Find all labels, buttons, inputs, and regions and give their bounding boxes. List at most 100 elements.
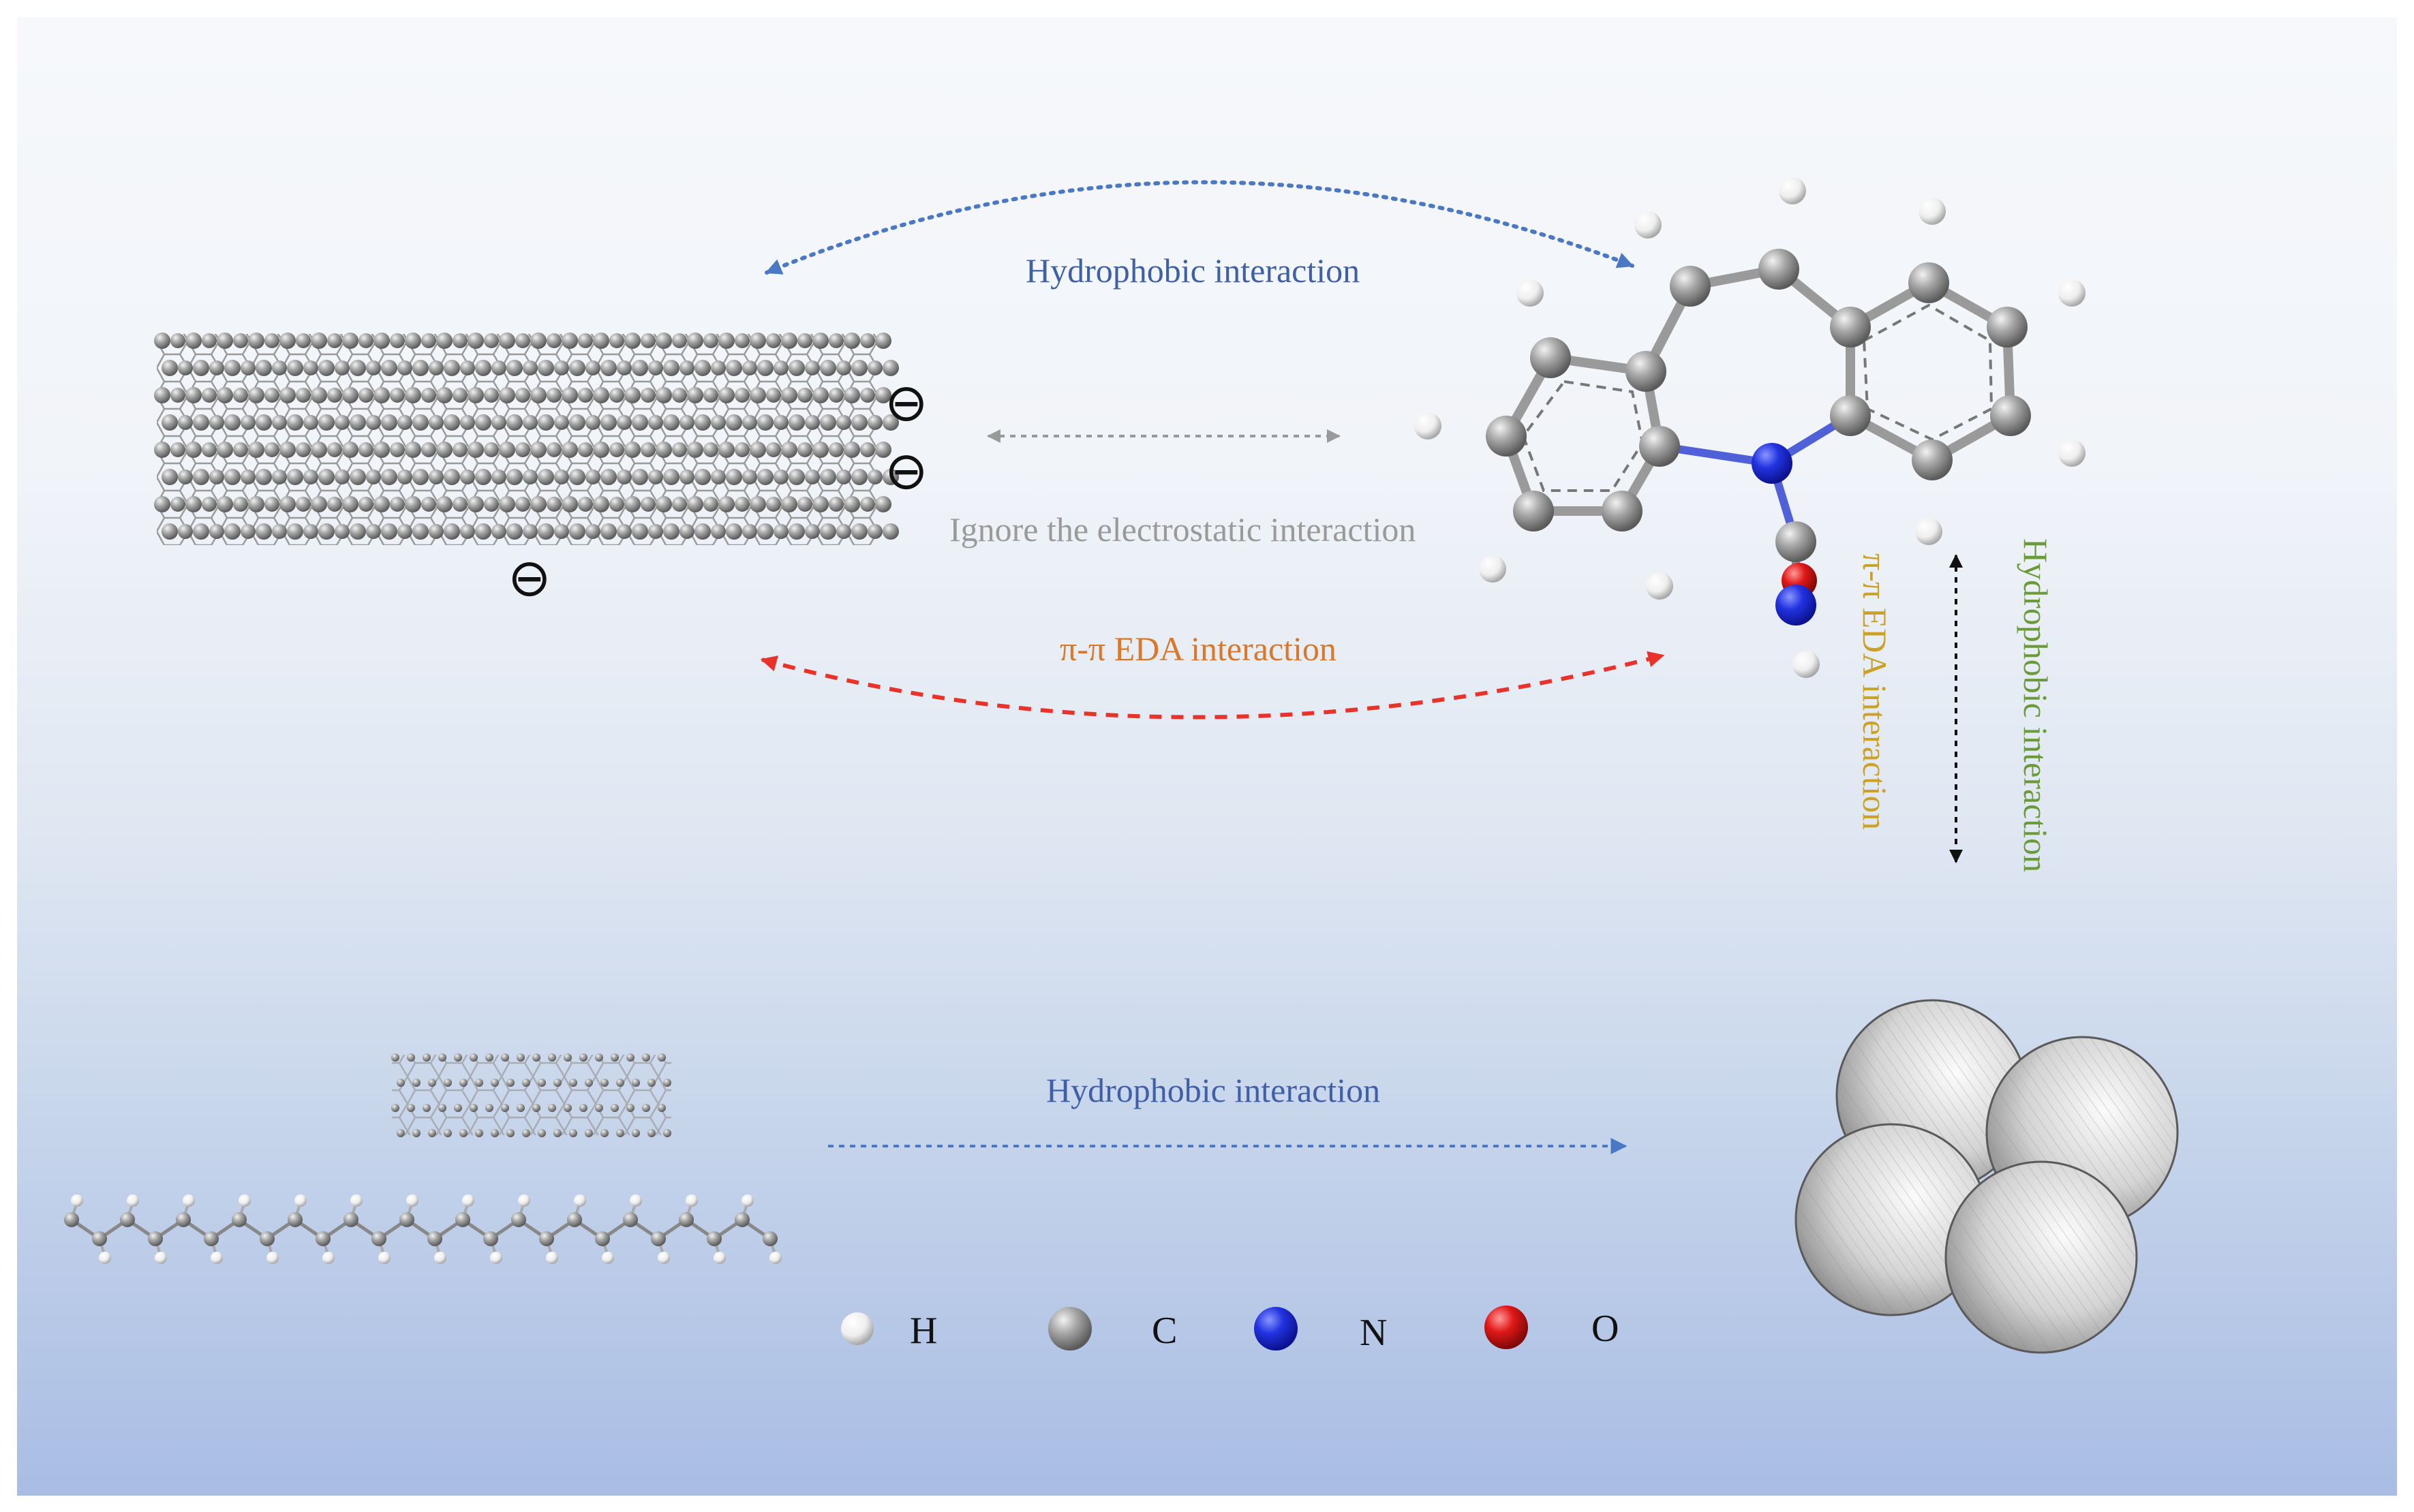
carbon-atom <box>318 360 335 376</box>
carbon-atom <box>860 497 875 512</box>
hydrogen-atom <box>239 1194 251 1207</box>
carbon-atom <box>335 415 350 430</box>
carbon-atom <box>1987 307 2028 348</box>
carbon-atom <box>318 469 335 485</box>
hydrogen-atom <box>518 1194 530 1207</box>
carbon-atom <box>287 469 303 485</box>
carbon-atom <box>248 387 264 403</box>
carbon-atom <box>185 442 202 458</box>
carbon-atom <box>757 469 774 485</box>
carbon-atom <box>460 415 475 430</box>
carbon-atom <box>318 523 335 540</box>
carbon-atom <box>459 1129 468 1137</box>
carbon-atom <box>711 524 726 539</box>
carbon-atom <box>311 333 327 349</box>
carbon-atom <box>530 387 547 403</box>
carbon-atom <box>763 1231 778 1246</box>
carbon-atom <box>632 523 648 540</box>
carbon-atom <box>609 333 624 348</box>
carbon-atom <box>264 333 279 348</box>
carbon-atom <box>663 523 679 540</box>
carbon-atom <box>656 387 672 403</box>
carbon-atom <box>647 1079 656 1087</box>
carbon-atom <box>703 442 718 457</box>
carbon-atom <box>658 1053 666 1062</box>
carbon-atom <box>750 333 766 349</box>
carbon-atom <box>711 360 726 375</box>
hydrogen-atom <box>714 1252 726 1264</box>
carbon-atom <box>475 469 491 485</box>
carbon-atom <box>185 333 202 349</box>
carbon-atom <box>672 442 687 457</box>
hydrogen-atom <box>1779 177 1806 204</box>
carbon-atom <box>820 469 836 485</box>
carbon-atom <box>797 497 812 512</box>
carbon-atom <box>523 469 538 484</box>
carbon-atom <box>491 415 506 430</box>
carbon-atom <box>248 333 264 349</box>
carbon-atom <box>162 414 178 431</box>
carbon-atom <box>766 333 781 348</box>
carbon-atom <box>483 1231 498 1246</box>
carbon-atom <box>523 524 538 539</box>
carbon-atom <box>868 469 883 484</box>
carbon-atom <box>539 1231 554 1246</box>
carbon-atom <box>538 1079 546 1087</box>
carbon-atom <box>757 414 774 431</box>
carbon-atom <box>453 497 468 512</box>
carbon-atom <box>718 442 735 458</box>
carbon-atom <box>279 496 296 512</box>
carbon-atom <box>578 333 593 348</box>
carbon-atom <box>836 415 851 430</box>
carbon-atom <box>836 524 851 539</box>
carbon-atom <box>1990 395 2031 436</box>
carbon-atom <box>154 387 170 403</box>
carbon-atom <box>381 414 397 431</box>
carbon-atom <box>547 333 562 348</box>
carbon-atom <box>193 469 209 485</box>
carbon-atom <box>311 496 327 512</box>
carbon-atom <box>805 415 820 430</box>
carbon-atom <box>579 1053 587 1062</box>
hydrogen-atom <box>1792 651 1820 678</box>
carbon-atom <box>569 1079 577 1087</box>
hydrogen-atom <box>462 1194 474 1207</box>
carbon-atom <box>658 1104 666 1112</box>
carbon-atom <box>170 388 185 403</box>
carbon-atom <box>506 1129 515 1137</box>
carbon-atom <box>162 360 178 376</box>
carbon-atom <box>335 524 350 539</box>
hydrogen-atom <box>183 1194 195 1207</box>
carbon-atom <box>272 415 287 430</box>
carbon-atom <box>358 388 373 403</box>
carbon-atom <box>224 469 241 485</box>
carbon-atom <box>538 414 554 431</box>
carbon-atom <box>595 1053 603 1062</box>
carbon-atom <box>491 1079 499 1087</box>
carbon-atom <box>829 497 844 512</box>
carbon-atom <box>679 524 694 539</box>
carbon-atom <box>391 1053 399 1062</box>
carbon-atom <box>642 1053 650 1062</box>
carbon-atom <box>663 469 679 485</box>
carbon-atom <box>585 1129 593 1137</box>
carbon-atom <box>427 1231 442 1246</box>
carbon-atom <box>860 333 875 348</box>
carbon-atom <box>554 524 569 539</box>
carbon-atom <box>600 360 617 376</box>
carbon-atom <box>296 388 311 403</box>
hydrogen-atom <box>602 1252 614 1264</box>
carbon-atom <box>611 1053 619 1062</box>
carbon-atom <box>475 1079 483 1087</box>
carbon-atom <box>538 469 554 485</box>
carbon-atom <box>641 442 656 457</box>
carbon-atom <box>303 360 318 375</box>
carbon-atom <box>624 387 641 403</box>
carbon-atom <box>647 1129 656 1137</box>
carbon-atom <box>342 496 358 512</box>
hydrogen-atom <box>406 1194 418 1207</box>
carbon-atom <box>522 1129 530 1137</box>
carbon-atom <box>553 1079 562 1087</box>
legend-hydrogen-label: H <box>910 1310 938 1352</box>
carbon-atom <box>390 333 405 348</box>
